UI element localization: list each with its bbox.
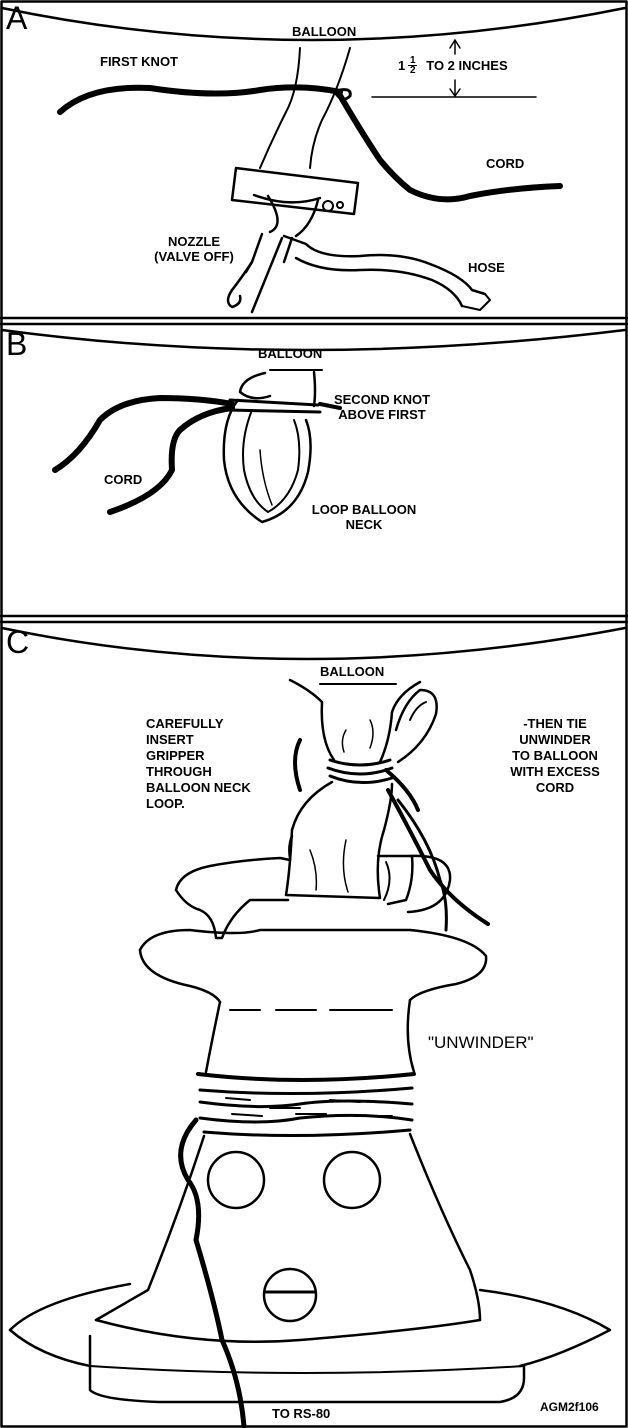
dimension-denominator: 2 <box>408 66 417 75</box>
insert-gripper-note: CAREFULLY INSERT GRIPPER THROUGH BALLOON… <box>146 716 251 812</box>
panel-b-cord-label: CORD <box>104 472 142 487</box>
panel-a-balloon-label: BALLOON <box>292 24 356 39</box>
figure-id-label: AGM2f106 <box>540 1400 599 1415</box>
dimension-rest: TO 2 INCHES <box>426 58 507 73</box>
tie-unwinder-note: -THEN TIE UNWINDER TO BALLOON WITH EXCES… <box>496 716 614 796</box>
second-knot-line2: ABOVE FIRST <box>316 407 448 422</box>
loop-neck-line1: LOOP BALLOON <box>300 502 428 517</box>
right-note-line: UNWINDER <box>496 732 614 748</box>
right-note-line: CORD <box>496 780 614 796</box>
panel-c-letter: C <box>6 626 29 658</box>
first-knot-label: FIRST KNOT <box>100 54 178 69</box>
panel-a-cord-label: CORD <box>486 156 524 171</box>
panel-b-balloon-label: BALLOON <box>258 346 322 361</box>
nozzle-label-line1: NOZZLE <box>146 234 242 249</box>
panel-a-letter: A <box>6 2 27 34</box>
right-note-line: WITH EXCESS <box>496 764 614 780</box>
dimension-label: 1 1 2 TO 2 INCHES <box>398 56 508 75</box>
panel-a-drawing <box>2 8 625 312</box>
left-note-line: CAREFULLY <box>146 716 251 732</box>
left-note-line: THROUGH <box>146 764 251 780</box>
loop-neck-line2: NECK <box>300 517 428 532</box>
hose-label: HOSE <box>468 260 505 275</box>
panel-b-letter: B <box>6 328 27 360</box>
left-note-line: LOOP. <box>146 796 251 812</box>
second-knot-label: SECOND KNOT ABOVE FIRST <box>316 392 448 422</box>
nozzle-label-line2: (VALVE OFF) <box>146 249 242 264</box>
left-note-line: GRIPPER <box>146 748 251 764</box>
dimension-whole: 1 <box>398 58 405 73</box>
nozzle-label: NOZZLE (VALVE OFF) <box>146 234 242 264</box>
left-note-line: BALLOON NECK <box>146 780 251 796</box>
to-rs80-label: TO RS-80 <box>272 1406 330 1421</box>
unwinder-label: "UNWINDER" <box>428 1033 534 1053</box>
second-knot-line1: SECOND KNOT <box>316 392 448 407</box>
right-note-line: TO BALLOON <box>496 748 614 764</box>
left-note-line: INSERT <box>146 732 251 748</box>
loop-neck-label: LOOP BALLOON NECK <box>300 502 428 532</box>
dimension-numerator: 1 <box>408 56 417 65</box>
right-note-line: -THEN TIE <box>496 716 614 732</box>
panel-c-balloon-label: BALLOON <box>320 664 384 679</box>
dimension-fraction: 1 2 <box>408 56 417 75</box>
